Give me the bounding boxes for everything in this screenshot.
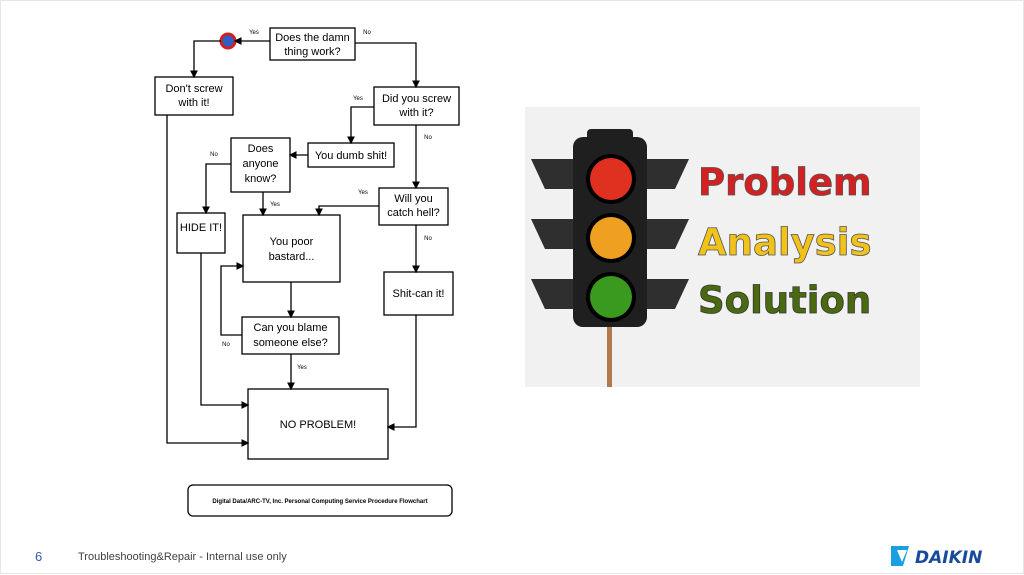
text-hide: HIDE IT! [180, 222, 222, 234]
label-no: No [222, 342, 230, 348]
label-no: No [424, 236, 432, 242]
label-yes: Yes [297, 365, 307, 371]
page-number: 6 [35, 549, 42, 564]
svg-text:DAIKIN: DAIKIN [915, 548, 982, 568]
label-no: No [210, 152, 218, 158]
word-solution: Solution [698, 279, 871, 322]
word-analysis: Analysis [698, 221, 871, 264]
text-no-problem: NO PROBLEM! [280, 419, 356, 431]
label-yes: Yes [353, 96, 363, 102]
label-yes: Yes [270, 202, 280, 208]
footer-text: Troubleshooting&Repair - Internal use on… [78, 551, 287, 563]
text-shitcan: Shit-can it! [393, 288, 445, 300]
label-no: No [424, 135, 432, 141]
text-dumb: You dumb shit! [315, 150, 387, 162]
traffic-light-image: Problem Analysis Solution [525, 107, 920, 387]
box-poor [243, 215, 340, 282]
text-credit: Digital Data/ARC-TV, Inc. Personal Compu… [212, 499, 427, 505]
word-problem: Problem [698, 161, 872, 204]
label-yes: Yes [249, 30, 259, 36]
label-no: No [363, 30, 371, 36]
daikin-logo: DAIKIN [889, 544, 1001, 568]
start-node [221, 34, 235, 48]
label-yes: Yes [358, 190, 368, 196]
